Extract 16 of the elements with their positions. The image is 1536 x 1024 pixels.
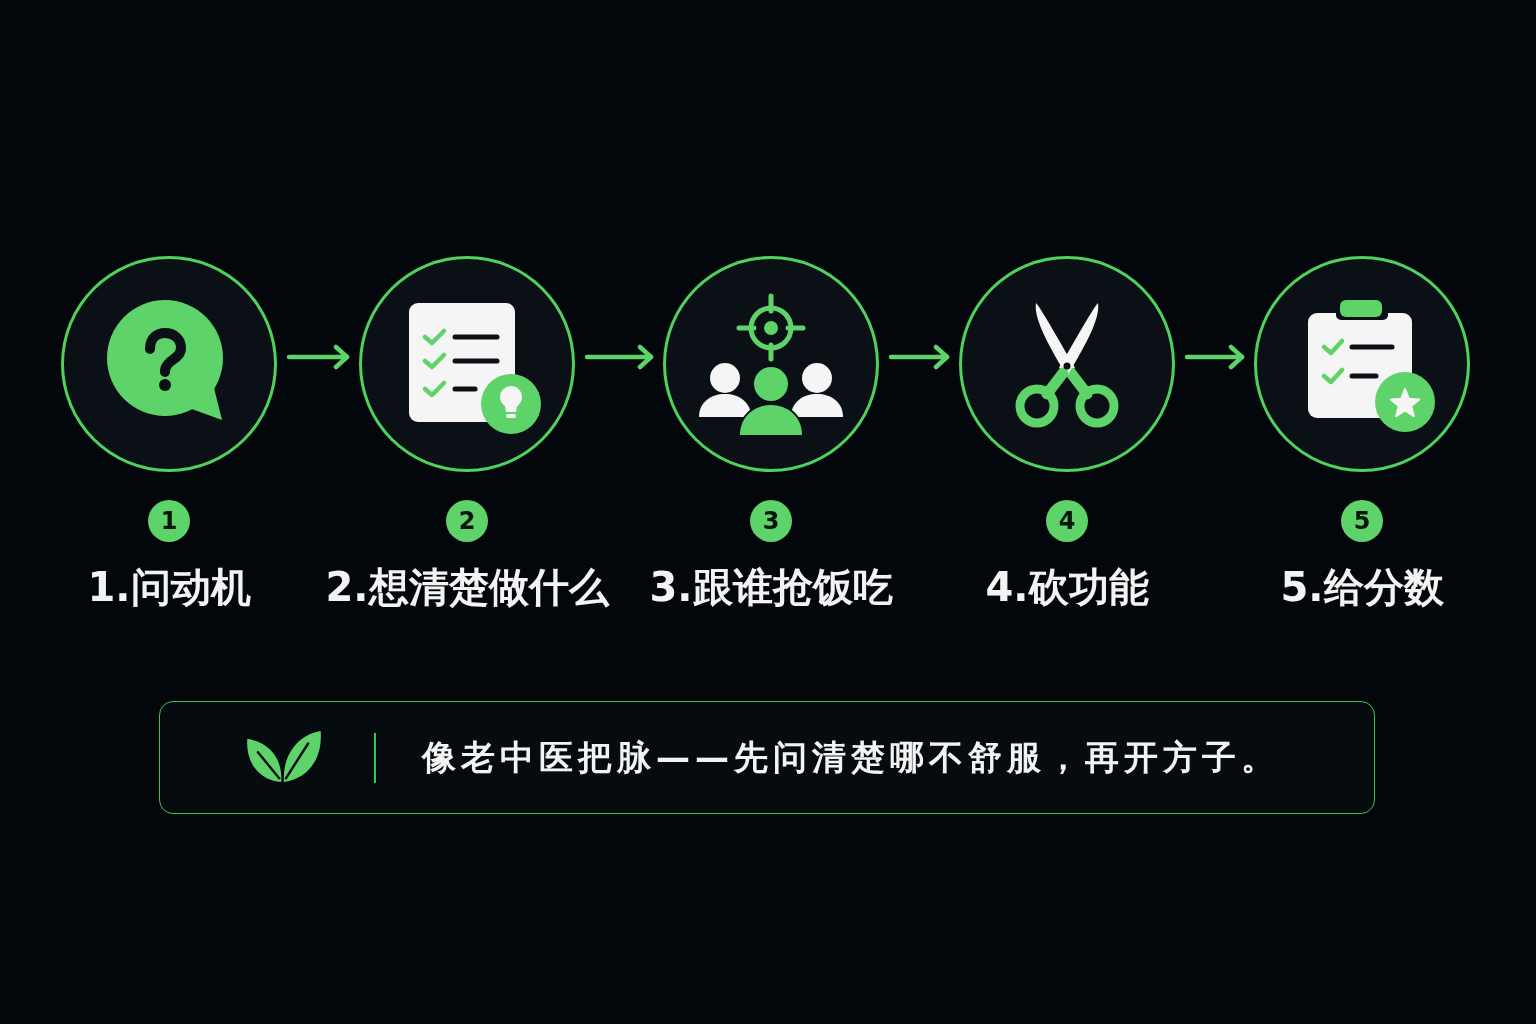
step-title: 4.砍功能 [985, 563, 1149, 611]
step-number-badge: 2 [446, 500, 488, 542]
arrow [584, 344, 654, 370]
step-number-badge: 5 [1341, 500, 1383, 542]
step-title: 2.想清楚做什么 [325, 563, 609, 611]
step-title: 5.给分数 [1280, 563, 1444, 611]
quote-text: 像老中医把脉——先问清楚哪不舒服，再开方子。 [422, 736, 1280, 779]
step-number-badge: 4 [1046, 500, 1088, 542]
step-number-badge: 3 [750, 500, 792, 542]
step-title: 1.问动机 [87, 563, 251, 611]
arrow [1184, 344, 1245, 370]
quote-panel [159, 701, 1375, 814]
arrow [888, 344, 950, 370]
arrow [286, 344, 350, 370]
step-number-badge: 1 [148, 500, 190, 542]
step-title: 3.跟谁抢饭吃 [649, 563, 893, 611]
